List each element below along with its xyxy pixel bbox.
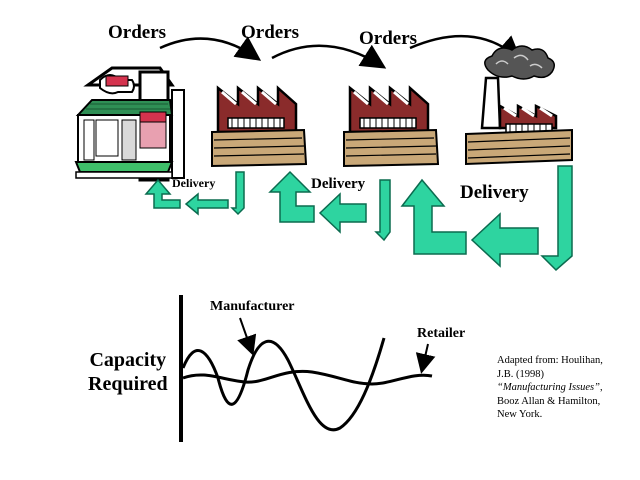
orders-label-2: Orders — [241, 22, 300, 43]
manufacturer-pointer — [237, 317, 257, 356]
delivery-label-3: Delivery — [460, 182, 529, 203]
manufacturer-label: Manufacturer — [210, 299, 295, 314]
delivery-arrow-medium-up — [268, 170, 315, 223]
delivery-arrow-medium-left — [318, 192, 367, 234]
retailer-curve — [182, 369, 433, 386]
smoking-factory-icon — [465, 45, 573, 166]
citation-text: Adapted from: Houlihan, J.B. (1998) “Man… — [497, 354, 607, 422]
orders-label-1: Orders — [108, 22, 167, 43]
citation-line2: , Booz Allan & Hamilton, New York. — [497, 382, 603, 420]
capacity-label-line2: Required — [88, 373, 168, 395]
delivery-label-1: Delivery — [172, 176, 216, 190]
delivery-arrow-large-up — [400, 178, 467, 255]
citation-title: “Manufacturing Issues” — [497, 382, 600, 393]
citation-line1: Adapted from: Houlihan, J.B. (1998) — [497, 355, 603, 380]
delivery-arrow-medium-down — [374, 179, 391, 242]
order-arrow-2 — [271, 44, 387, 69]
orders-label-3: Orders — [359, 28, 418, 49]
delivery-arrow-small-up — [144, 178, 181, 209]
manufacturer-curve — [181, 337, 386, 432]
delivery-arrow-large-down — [540, 165, 573, 272]
capacity-required-label: Capacity Required — [88, 348, 168, 396]
delivery-arrow-small-down — [230, 171, 245, 216]
capacity-label-line1: Capacity — [89, 349, 167, 371]
retailer-label: Retailer — [417, 326, 466, 341]
delivery-arrow-large-left — [470, 212, 539, 268]
order-arrow-1 — [159, 36, 262, 61]
delivery-label-2: Delivery — [311, 176, 366, 192]
delivery-arrow-small-left — [184, 192, 229, 216]
factory-icon — [211, 85, 308, 168]
butcher-shop-icon — [74, 66, 185, 182]
factory-icon — [343, 85, 440, 168]
retailer-pointer — [415, 343, 436, 374]
